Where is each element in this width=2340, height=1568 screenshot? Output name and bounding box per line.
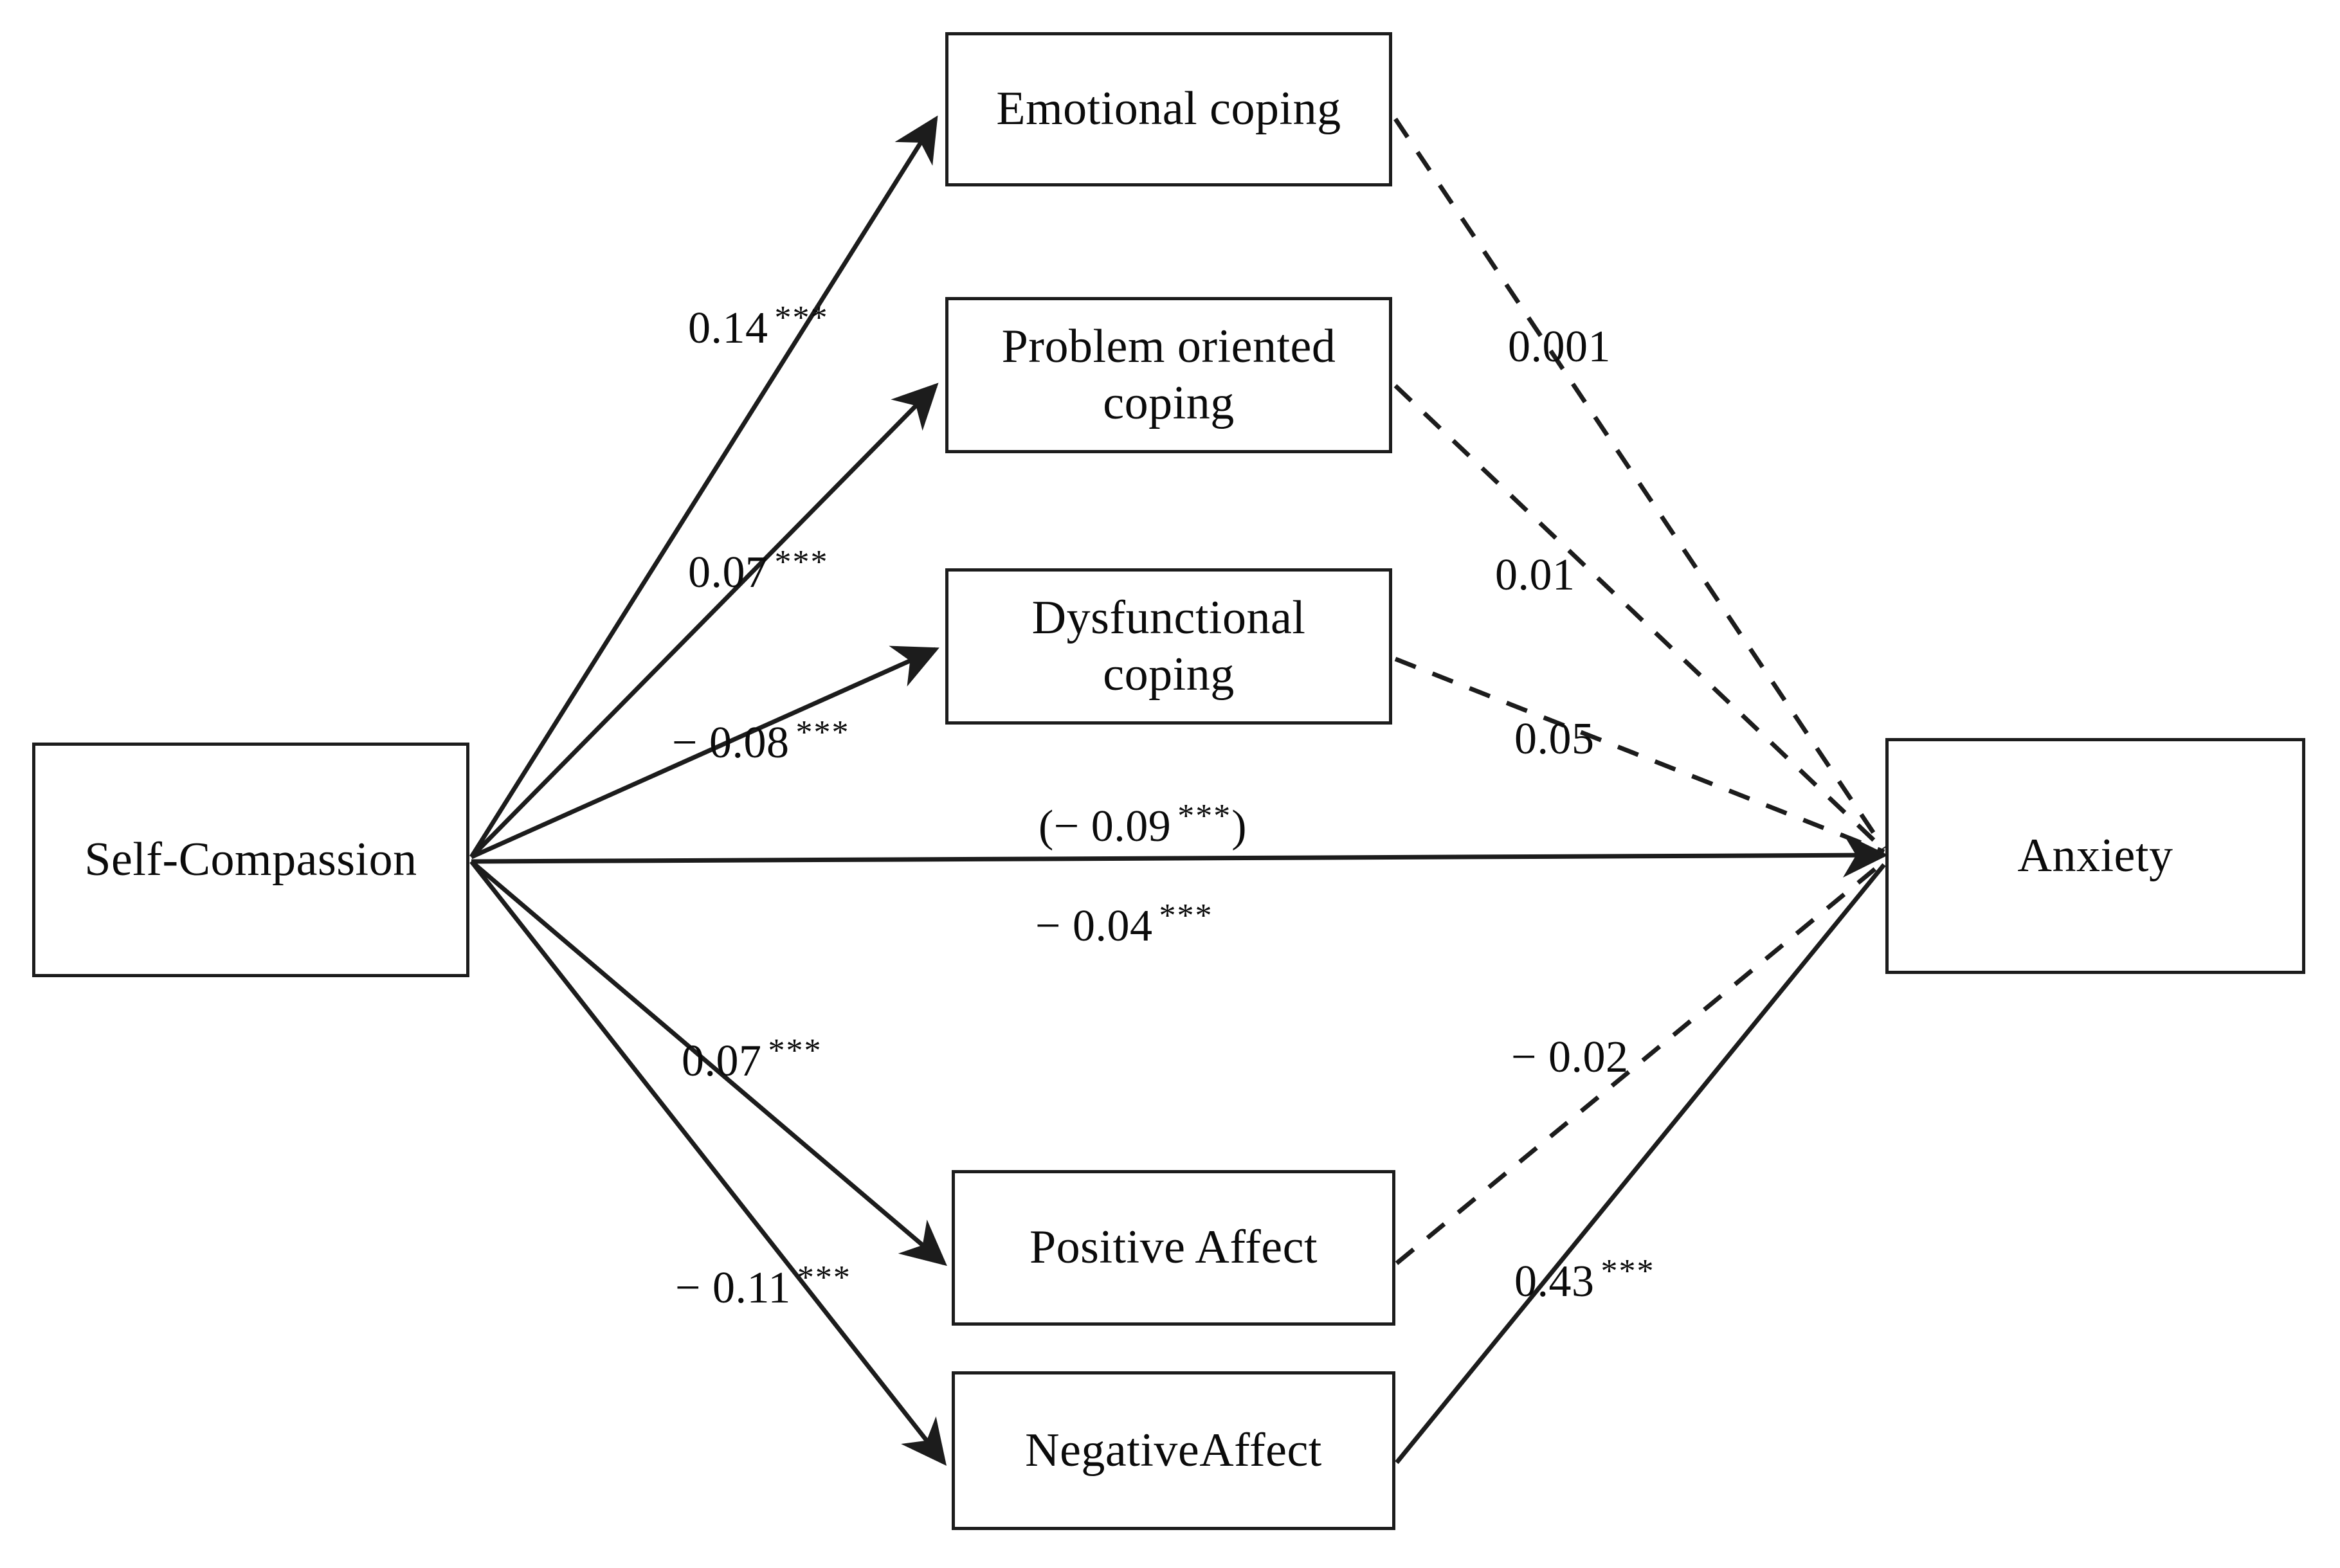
edge-sc-to-problem-coping: [469, 383, 939, 859]
edge-problem-coping-to-anxiety: [1393, 384, 1886, 852]
significance-stars: ***: [797, 1259, 851, 1296]
edge-negative-affect-to-anxiety: [1395, 863, 1886, 1464]
node-dysfunctional-coping-label: Dysfunctional coping: [1031, 591, 1306, 701]
edge-label-sc-to-positive-affect: 0.07***: [682, 1032, 822, 1087]
edge-label-sc-to-dysfunctional-coping: − 0.08***: [672, 714, 849, 769]
coefficient-value: 0.01: [1495, 550, 1575, 600]
edge-sc-to-anxiety-direct: [471, 833, 1889, 878]
node-dysfunctional-coping[interactable]: Dysfunctional coping: [945, 568, 1392, 725]
node-self-compassion-label: Self-Compassion: [84, 833, 417, 886]
edge-sc-to-negative-affect: [469, 860, 947, 1466]
significance-stars: ***: [1177, 798, 1232, 834]
node-self-compassion[interactable]: Self-Compassion: [32, 743, 469, 977]
node-negative-affect[interactable]: NegativeAffect: [952, 1371, 1395, 1530]
edge-label-negative-affect-to-anxiety: 0.43***: [1514, 1252, 1655, 1308]
significance-stars: ***: [774, 300, 829, 336]
edge-label-direct-effect: − 0.04***: [1035, 897, 1213, 952]
significance-stars: ***: [795, 714, 850, 751]
coefficient-value: 0.07: [688, 548, 768, 597]
node-anxiety[interactable]: Anxiety: [1885, 738, 2305, 974]
significance-stars: ***: [774, 544, 829, 581]
coefficient-value: − 0.08: [672, 718, 790, 768]
coefficient-value: 0.14: [688, 303, 768, 353]
closing-paren: ): [1231, 802, 1247, 851]
edge-label-emotional-coping-to-anxiety: 0.001: [1508, 321, 1611, 373]
edge-label-total-effect: (− 0.09***): [1038, 797, 1247, 852]
coefficient-value: 0.001: [1508, 322, 1611, 372]
coefficient-value: 0.07: [682, 1036, 762, 1086]
edge-dysfunctional-coping-to-anxiety: [1394, 656, 1885, 854]
coefficient-value: 0.05: [1514, 714, 1595, 764]
edge-emotional-coping-to-anxiety: [1393, 118, 1886, 850]
edge-sc-to-dysfunctional-coping: [470, 645, 939, 860]
edge-label-problem-coping-to-anxiety: 0.01: [1495, 550, 1575, 601]
edge-label-positive-affect-to-anxiety: − 0.02: [1511, 1032, 1628, 1083]
node-problem-oriented-coping[interactable]: Problem oriented coping: [945, 297, 1392, 453]
edge-label-sc-to-problem-coping: 0.07***: [688, 543, 829, 599]
coefficient-value: − 0.04: [1035, 901, 1153, 951]
coefficient-value: 0.43: [1514, 1257, 1595, 1306]
node-anxiety-label: Anxiety: [2017, 829, 2173, 882]
coefficient-value: (− 0.09: [1038, 802, 1172, 851]
node-negative-affect-label: NegativeAffect: [1025, 1423, 1322, 1477]
significance-stars: ***: [1159, 897, 1213, 934]
significance-stars: ***: [768, 1032, 822, 1069]
coefficient-value: − 0.11: [675, 1263, 791, 1313]
edge-sc-to-emotional-coping: [469, 115, 938, 858]
node-emotional-coping-label: Emotional coping: [996, 82, 1341, 136]
edge-label-dysfunctional-coping-to-anxiety: 0.05: [1514, 714, 1595, 765]
node-positive-affect[interactable]: Positive Affect: [952, 1170, 1395, 1326]
edge-label-sc-to-negative-affect: − 0.11***: [675, 1259, 851, 1314]
edge-sc-to-positive-affect: [469, 860, 947, 1266]
node-emotional-coping[interactable]: Emotional coping: [945, 32, 1392, 186]
edge-positive-affect-to-anxiety: [1395, 860, 1886, 1265]
edge-label-sc-to-emotional-coping: 0.14***: [688, 299, 829, 354]
node-positive-affect-label: Positive Affect: [1029, 1221, 1318, 1274]
coefficient-value: − 0.02: [1511, 1032, 1629, 1082]
node-problem-oriented-coping-label: Problem oriented coping: [1001, 320, 1336, 429]
significance-stars: ***: [1601, 1253, 1655, 1290]
